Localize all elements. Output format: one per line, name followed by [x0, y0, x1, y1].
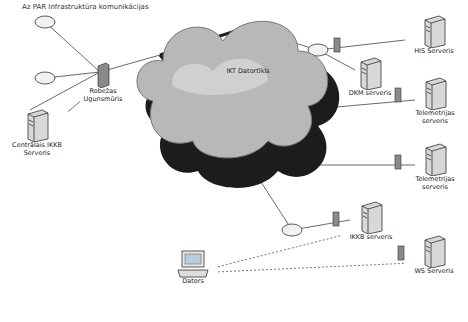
network-cloud: IKT Datortīkls [128, 6, 353, 196]
icon [6, 108, 68, 142]
network-link [68, 102, 80, 112]
node-label: Dators [168, 278, 218, 286]
icon [342, 200, 400, 234]
firewall-icon [96, 62, 110, 88]
server-node: Telemetrijas serveris [405, 142, 465, 204]
server-icon [422, 76, 448, 110]
server-icon [421, 14, 447, 48]
server-node: DKM serveris [342, 56, 398, 112]
icon [405, 76, 465, 110]
icon [342, 56, 398, 90]
server-icon [357, 56, 383, 90]
server-icon [422, 142, 448, 176]
server-icon [421, 234, 447, 268]
server-node: Centrālais IKKB Serveris [6, 108, 68, 168]
server-node: WS Serveris [405, 234, 463, 290]
network-link [218, 263, 405, 272]
icon [405, 142, 465, 176]
cloud-shape [128, 6, 353, 196]
server-icon [24, 108, 50, 142]
node-label: Robežas Ugunsmūris [80, 88, 126, 103]
icon [405, 234, 463, 268]
computer-icon [176, 250, 210, 278]
node-label: Centrālais IKKB Serveris [6, 142, 68, 157]
node-label: HIS Serveris [405, 48, 463, 56]
node-label: Telemetrijas serveris [405, 176, 465, 191]
network-link [218, 235, 342, 266]
node-label: WS Serveris [405, 268, 463, 276]
cloud-label: IKT Datortīkls [218, 68, 278, 76]
icon [405, 14, 463, 48]
firewalls [333, 38, 404, 260]
server-node: IKKB serveris [342, 200, 400, 256]
server-icon [358, 200, 384, 234]
node-label: IKKB serveris [342, 234, 400, 242]
server-node: HIS Serveris [405, 14, 463, 72]
wires [30, 22, 415, 230]
node-label: DKM serveris [342, 90, 398, 98]
pc-node: Dators [168, 250, 218, 296]
icon [80, 62, 126, 88]
firewall-node: Robežas Ugunsmūris [80, 62, 126, 102]
diagram-title: Az PAR Infrastruktūra komunikācijas [22, 3, 149, 11]
icon [168, 250, 218, 278]
routers [35, 16, 335, 236]
node-label: Telemetrijas serveris [405, 110, 465, 125]
server-node: Telemetrijas serveris [405, 76, 465, 138]
